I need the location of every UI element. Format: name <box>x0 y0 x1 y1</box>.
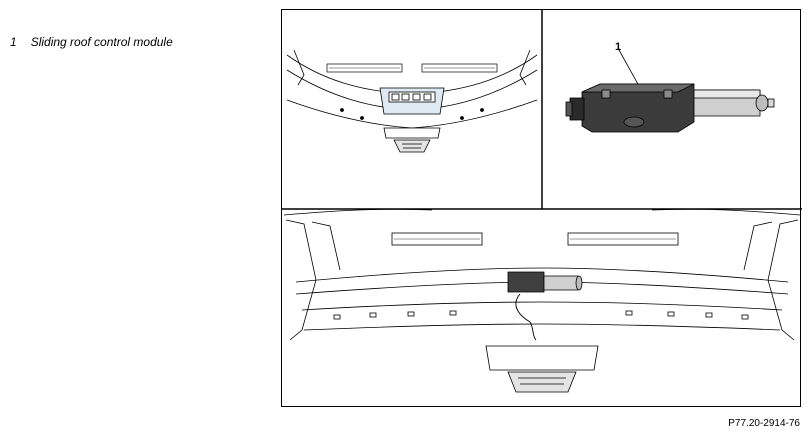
technical-illustration: 1 <box>281 9 802 407</box>
control-module-detail: 1 <box>565 41 775 133</box>
installed-location-view <box>283 208 801 393</box>
callout-number: 1 <box>615 41 621 53</box>
legend-item: 1 Sliding roof control module <box>10 35 173 49</box>
illustration-drawing: 1 <box>282 10 802 393</box>
legend-label: Sliding roof control module <box>30 35 173 49</box>
figure-reference: P77.20-2914-76 <box>728 418 800 429</box>
legend-number: 1 <box>10 35 17 49</box>
overhead-console-view <box>286 49 538 153</box>
